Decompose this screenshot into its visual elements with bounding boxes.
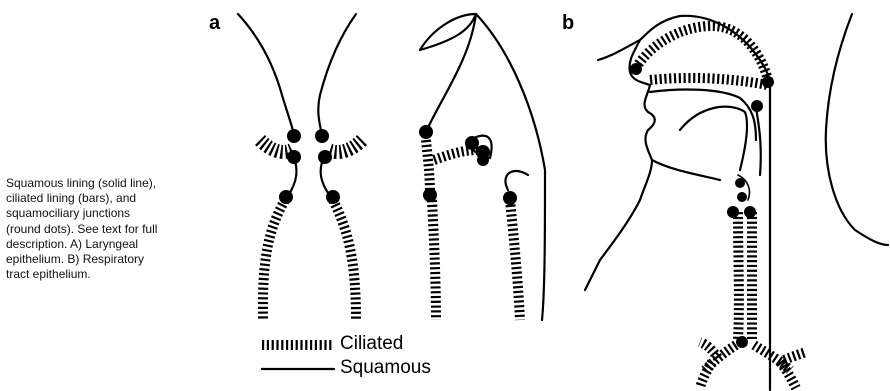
legend — [262, 345, 334, 369]
larynx-left-lower-cilia — [263, 200, 285, 320]
back-outline — [826, 14, 888, 245]
junction-dot — [503, 191, 517, 205]
figure-caption: Squamous lining (solid line), ciliated l… — [6, 176, 206, 282]
junction-dot — [737, 192, 747, 202]
caption-line: ciliated lining (bars), and — [6, 191, 206, 206]
tongue-outline — [680, 107, 747, 170]
junction-dot — [465, 136, 479, 150]
junction-dot — [751, 100, 763, 112]
junction-dot — [735, 178, 745, 188]
legend-squamous-label: Squamous — [340, 357, 431, 379]
junction-dot — [279, 190, 293, 204]
larynx-left-upper-wall — [238, 14, 294, 135]
nasopharynx-curve — [756, 108, 761, 175]
sagittal-anterior-wall — [426, 14, 476, 132]
sagittal-ventricle-cilia — [434, 150, 478, 160]
left-bronchiole-cilia — [700, 362, 712, 388]
respiratory-tract-view — [585, 16, 806, 390]
junction-dot — [315, 129, 329, 143]
right-bronchiole-2-cilia — [784, 352, 806, 360]
nasal-roof-cilia — [636, 26, 768, 80]
caption-line: squamociliary junctions — [6, 206, 206, 221]
panel-label-b: b — [562, 12, 574, 35]
head-profile-outline — [585, 16, 770, 290]
chin-neck-outline — [652, 160, 720, 180]
caption-line: epithelium. B) Respiratory — [6, 252, 206, 267]
junction-dot — [326, 190, 340, 204]
arytenoid-outline — [505, 171, 528, 190]
junction-dot — [419, 125, 433, 139]
trachea-left-cilia — [738, 212, 739, 340]
caption-line: Squamous lining (solid line), — [6, 176, 206, 191]
junction-dot — [630, 63, 642, 75]
larynx-right-upper-wall — [318, 14, 356, 135]
junction-dot — [727, 206, 739, 218]
junction-dot — [744, 206, 756, 218]
left-bronchus-cilia — [705, 345, 736, 370]
caption-line: (round dots). See text for full — [6, 222, 206, 237]
junction-dot — [423, 188, 437, 202]
palate-outline — [650, 90, 756, 140]
larynx-right-fold-cilia — [328, 140, 362, 152]
larynx-sagittal-view — [419, 14, 545, 320]
caption-line: description. A) Laryngeal — [6, 237, 206, 252]
junction-dot — [736, 336, 748, 348]
junction-dot — [762, 76, 774, 88]
junction-dot — [287, 150, 301, 164]
sagittal-anterior-cilia — [426, 140, 430, 195]
sagittal-anterior-lower-cilia — [432, 200, 436, 320]
caption-line: tract epithelium. — [6, 267, 206, 282]
panel-label-a: a — [209, 12, 220, 35]
junction-dot — [318, 150, 332, 164]
left-bronchiole-2-cilia — [700, 342, 718, 358]
junction-dot — [287, 129, 301, 143]
larynx-coronal-view — [238, 14, 362, 320]
sagittal-posterior-wall — [476, 14, 545, 320]
sagittal-posterior-cilia — [510, 200, 520, 320]
larynx-left-fold-cilia — [260, 140, 292, 152]
palate-cilia — [650, 78, 768, 85]
larynx-right-lower-cilia — [333, 200, 356, 320]
junction-dot — [477, 154, 489, 166]
legend-ciliated-label: Ciliated — [340, 333, 403, 355]
